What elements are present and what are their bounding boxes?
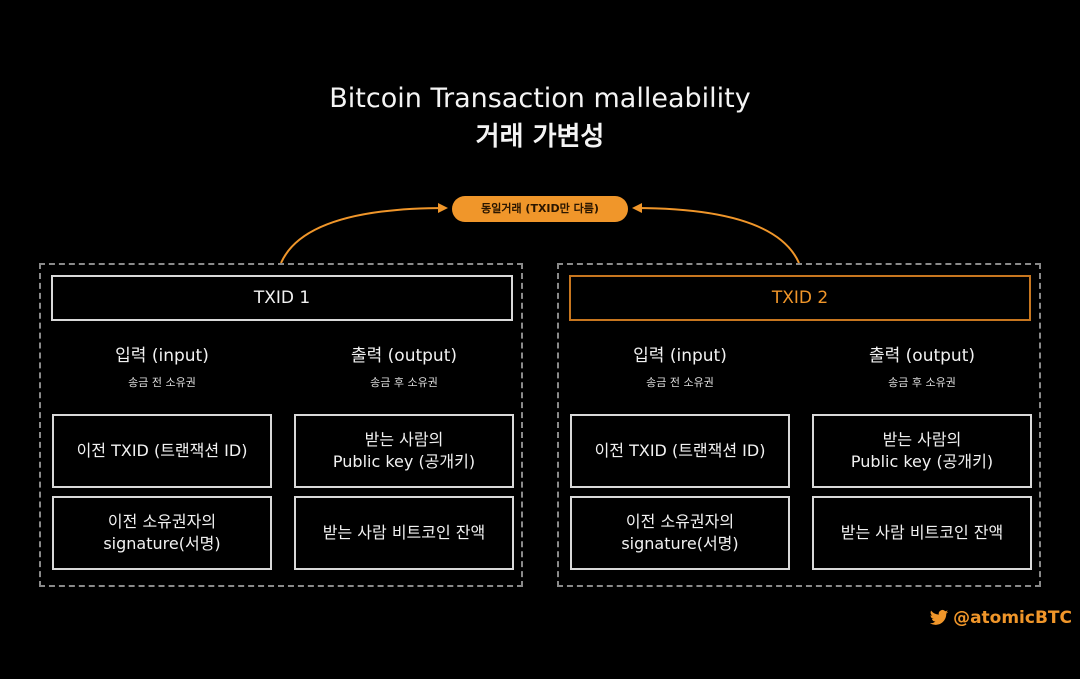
recipient-balance-cell: 받는 사람 비트코인 잔액: [294, 496, 514, 570]
recipient-public-key-cell: 받는 사람의 Public key (공개키): [812, 414, 1032, 488]
connector-arrow-right: [632, 203, 800, 264]
previous-signature-cell: 이전 소유권자의 signature(서명): [570, 496, 790, 570]
author-handle-text: @atomicBTC: [953, 608, 1072, 628]
previous-txid-cell: 이전 TXID (트랜잭션 ID): [570, 414, 790, 488]
twitter-bird-icon: [929, 610, 949, 625]
output-heading: 출력 (output): [350, 346, 458, 366]
output-heading: 출력 (output): [868, 346, 976, 366]
input-heading: 입력 (input): [115, 346, 209, 366]
output-subheading: 송금 후 소유권: [370, 376, 438, 389]
input-heading: 입력 (input): [633, 346, 727, 366]
transaction-panel-2: TXID 2 입력 (input) 송금 전 소유권 출력 (output) 송…: [557, 263, 1041, 587]
txid-header: TXID 2: [569, 275, 1031, 321]
title-english: Bitcoin Transaction malleability: [329, 83, 751, 114]
author-handle: @atomicBTC: [928, 608, 1072, 628]
output-subheading: 송금 후 소유권: [888, 376, 956, 389]
title-korean: 거래 가변성: [475, 122, 605, 152]
connector-arrow-left: [280, 203, 448, 264]
txid-header: TXID 1: [51, 275, 513, 321]
recipient-public-key-cell: 받는 사람의 Public key (공개키): [294, 414, 514, 488]
input-subheading: 송금 전 소유권: [646, 376, 714, 389]
same-transaction-badge: 동일거래 (TXID만 다름): [452, 196, 628, 222]
previous-txid-cell: 이전 TXID (트랜잭션 ID): [52, 414, 272, 488]
recipient-balance-cell: 받는 사람 비트코인 잔액: [812, 496, 1032, 570]
input-subheading: 송금 전 소유권: [128, 376, 196, 389]
previous-signature-cell: 이전 소유권자의 signature(서명): [52, 496, 272, 570]
transaction-panel-1: TXID 1 입력 (input) 송금 전 소유권 출력 (output) 송…: [39, 263, 523, 587]
